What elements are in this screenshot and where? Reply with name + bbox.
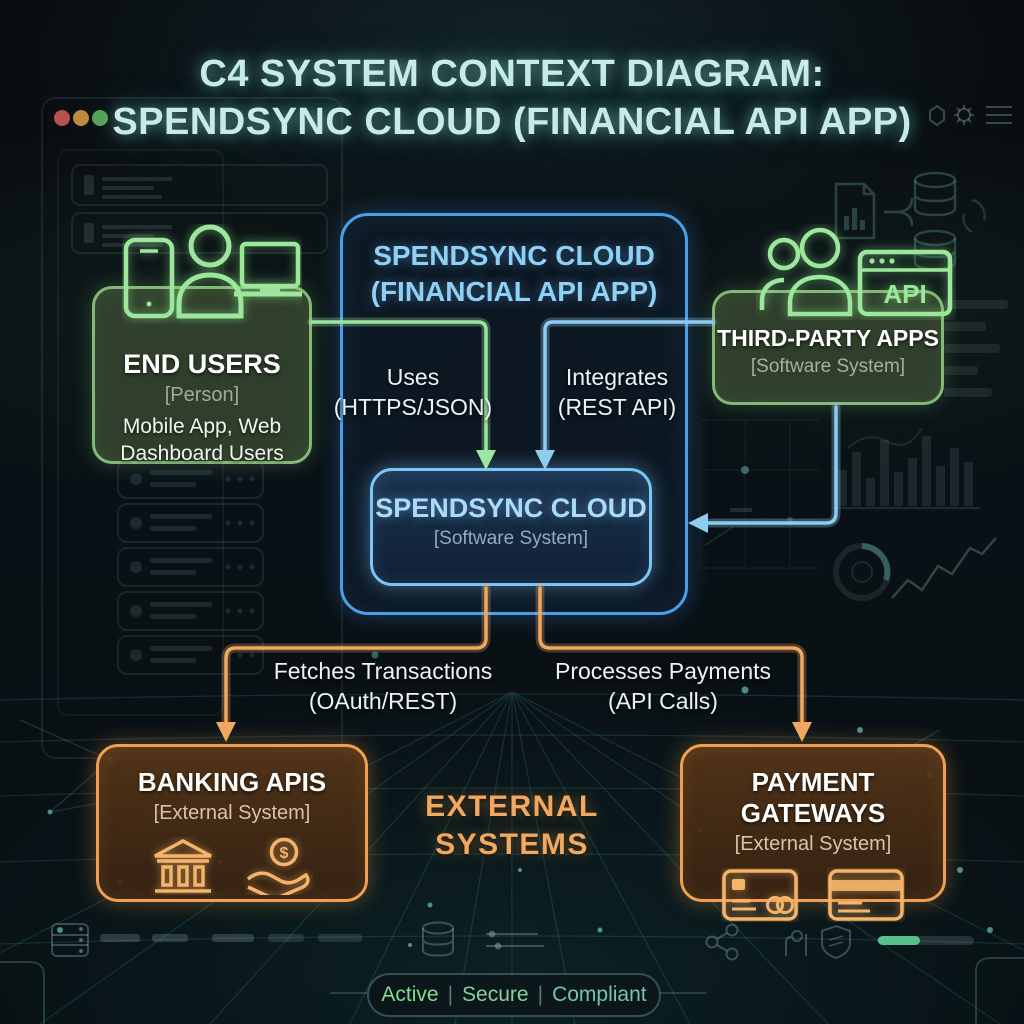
payments-name: PAYMENT GATEWAYS [740,767,886,828]
third-party-icons: API [759,227,953,317]
status-badge: Active | Secure | Compliant [367,973,661,1017]
laptop-icon [234,241,302,297]
end-users-type: [Person] [164,384,240,406]
end-users-desc-line1: Mobile App, Web [122,415,282,438]
node-payment-gateways: PAYMENT GATEWAYS [External System] [680,744,946,921]
boundary-title-line1: SPENDSYNC CLOUD [373,240,655,271]
status-compliant: Compliant [552,983,647,1006]
api-window-icon: API [857,249,953,317]
person-icon [176,224,244,319]
share-icon [705,923,739,961]
edge-label-processes: Processes Payments (API Calls) [532,656,794,716]
dash-bars [100,934,362,942]
banking-type: [External System] [153,802,311,824]
fetches-line2: (OAuth/REST) [308,688,458,714]
end-users-name: END USERS [123,349,281,379]
database-icon [913,171,957,217]
end-users-description: Mobile App, Web Dashboard Users [95,413,309,467]
uses-line1: Uses [386,364,440,390]
background-line-chart [891,537,997,599]
core-name: SPENDSYNC CLOUD [375,493,647,523]
third-party-type: [Software System] [750,356,906,377]
svg-text:$: $ [280,845,289,862]
fetches-line1: Fetches Transactions [273,658,493,684]
background-gauge [833,543,891,601]
processes-line2: (API Calls) [608,688,718,714]
progress-bar [878,936,974,945]
user-group-icon [759,227,853,317]
boundary-title-line2: (FINANCIAL API APP) [370,276,658,307]
shield-icon [821,924,851,960]
page-title-line2: SPENDSYNC CLOUD (FINANCIAL API APP) [112,101,912,143]
progress-fill [878,936,920,945]
server-stack-icon [51,923,89,957]
edge-label-integrates: Integrates (REST API) [532,362,702,422]
status-secure: Secure [462,983,529,1006]
banking-name: BANKING APIS [137,767,327,797]
external-systems-label: EXTERNAL SYSTEMS [392,788,632,864]
sync-arrows-icon [962,198,986,234]
node-third-party-apps: THIRD-PARTY APPS [Software System] [712,290,944,405]
integrates-line2: (REST API) [557,394,677,420]
coin-hand-icon: $ [246,837,310,895]
end-users-desc-line2: Dashboard Users [120,442,284,465]
background-bar-chart [834,427,980,509]
node-spendsync-core: SPENDSYNC CLOUD [Software System] [370,468,652,586]
external-line1: EXTERNAL [425,790,599,823]
edge-label-uses: Uses (HTTPS/JSON) [328,362,498,422]
credit-card-back-icon [828,869,904,921]
flow-arrows [884,197,914,227]
slider-icon [486,930,544,950]
processes-line1: Processes Payments [554,658,772,684]
page-title: C4 SYSTEM CONTEXT DIAGRAM: SPENDSYNC CLO… [0,50,1024,146]
payments-type: [External System] [734,833,892,855]
banking-icons: $ [99,837,365,895]
edge-return-arrow [688,402,841,533]
status-separator: | [537,983,544,1006]
page-title-line1: C4 SYSTEM CONTEXT DIAGRAM: [199,53,825,95]
api-label: API [883,279,926,309]
boundary-title: SPENDSYNC CLOUD (FINANCIAL API APP) [343,238,685,310]
background-grid-panel [699,419,820,570]
bank-icon [154,839,212,893]
integrates-line1: Integrates [565,364,669,390]
third-party-name: THIRD-PARTY APPS [717,325,939,351]
external-line2: SYSTEMS [435,828,589,861]
uses-line2: (HTTPS/JSON) [333,394,493,420]
edge-label-fetches: Fetches Transactions (OAuth/REST) [252,656,514,716]
status-active: Active [381,983,439,1006]
node-banking-apis: BANKING APIS [External System] $ [96,744,368,902]
core-type: [Software System] [433,528,589,549]
credit-card-front-icon [722,869,798,921]
status-separator: | [447,983,454,1006]
analytics-icon [785,930,807,956]
payments-icons [683,868,943,922]
database-icon [422,921,454,957]
end-users-icons [123,224,302,319]
smartphone-icon [123,237,175,319]
